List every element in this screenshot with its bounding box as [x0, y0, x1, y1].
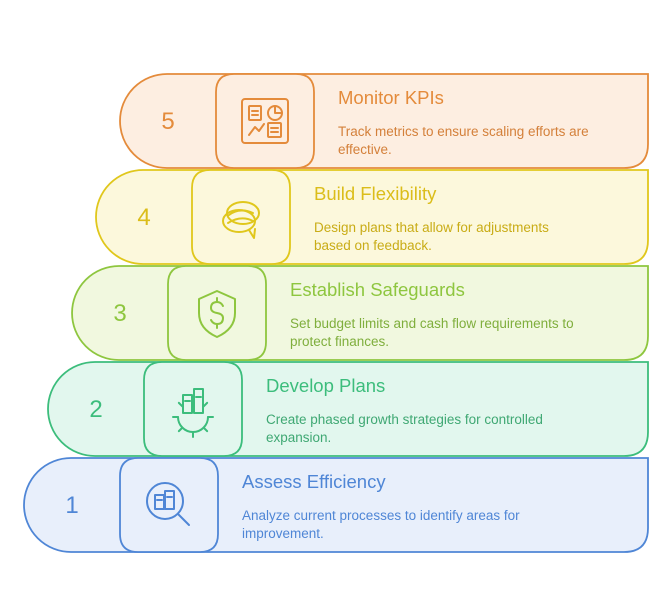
step-description-line: effective.: [338, 142, 392, 157]
step-number: 5: [161, 108, 174, 135]
step-icon-column: [119, 457, 219, 553]
step-description-line: Set budget limits and cash flow requirem…: [290, 316, 574, 331]
step-title: Build Flexibility: [314, 183, 437, 204]
step-title: Develop Plans: [266, 375, 385, 396]
step-number: 4: [137, 204, 150, 231]
step-icon-column: [191, 169, 291, 265]
step-description-line: protect finances.: [290, 334, 389, 349]
step-description-line: improvement.: [242, 526, 324, 541]
step-number: 1: [65, 492, 78, 519]
gear-plan-icon: [172, 388, 214, 438]
step-description-line: Analyze current processes to identify ar…: [242, 508, 520, 523]
step-number: 3: [113, 300, 126, 327]
shield-dollar-icon: [198, 290, 236, 338]
step-title: Monitor KPIs: [338, 87, 444, 108]
step-description-line: Design plans that allow for adjustments: [314, 220, 549, 235]
step-description-line: Create phased growth strategies for cont…: [266, 412, 543, 427]
step-icon-column: [215, 73, 315, 169]
step-number: 2: [89, 396, 102, 423]
step-title: Assess Efficiency: [242, 471, 386, 492]
step-title: Establish Safeguards: [290, 279, 465, 300]
speech-bubbles-icon: [222, 201, 260, 239]
step-description-line: Track metrics to ensure scaling efforts …: [338, 124, 589, 139]
step-description-line: expansion.: [266, 430, 331, 445]
magnifier-data-icon: [146, 482, 190, 526]
step-description-line: based on feedback.: [314, 238, 432, 253]
dashboard-chart-icon: [241, 98, 289, 144]
